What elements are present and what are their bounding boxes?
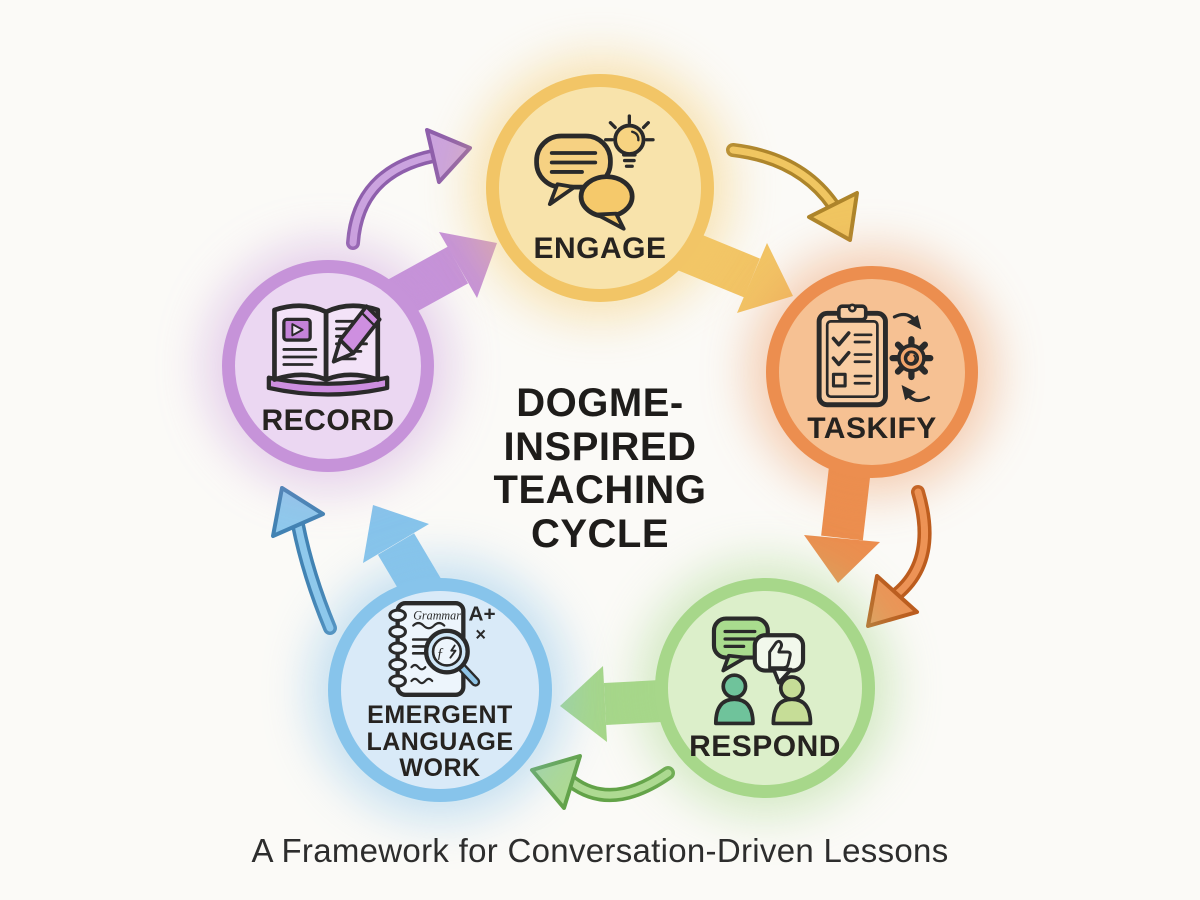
node-label-emergent-language-work: EMERGENT LANGUAGE WORK bbox=[366, 701, 514, 783]
curved-accent-arrow-blue bbox=[271, 486, 337, 635]
curved-accent-arrow-green bbox=[530, 754, 675, 810]
cross-mark: × bbox=[475, 625, 486, 645]
node-label-engage: ENGAGE bbox=[533, 232, 667, 266]
grammar-label: Grammar bbox=[413, 609, 461, 623]
curved-accent-arrow-gold bbox=[726, 143, 859, 242]
curved-accent-arrow-orange bbox=[866, 485, 932, 628]
arrow-record-to-engage bbox=[387, 232, 497, 317]
node-record: RECORD bbox=[222, 260, 434, 472]
node-label-record: RECORD bbox=[261, 404, 395, 438]
journal-pen-icon bbox=[266, 303, 390, 397]
node-taskify: TASKIFY bbox=[766, 266, 978, 478]
node-label-respond: RESPOND bbox=[689, 730, 841, 764]
grammar-notebook-magnifier-icon: Grammar ƒ A+ × bbox=[388, 601, 496, 698]
node-engage: ENGAGE bbox=[486, 74, 714, 302]
people-feedback-icon bbox=[711, 616, 813, 726]
speech-bubbles-lightbulb-icon bbox=[534, 114, 655, 231]
node-respond: RESPOND bbox=[655, 578, 875, 798]
diagram-subtitle: A Framework for Conversation-Driven Less… bbox=[251, 832, 949, 869]
node-label-taskify: TASKIFY bbox=[807, 412, 937, 446]
curved-accent-arrow-purple bbox=[346, 128, 472, 250]
node-emergent-language-work: Grammar ƒ A+ × EMERGENT LANGUAGE WORK bbox=[328, 578, 552, 802]
clipboard-checklist-gear-icon bbox=[816, 303, 934, 408]
diagram-title: DOGME-INSPIRED TEACHING CYCLE bbox=[493, 381, 707, 556]
a-plus-mark: A+ bbox=[469, 603, 496, 626]
fx-symbol: ƒ bbox=[437, 646, 444, 662]
